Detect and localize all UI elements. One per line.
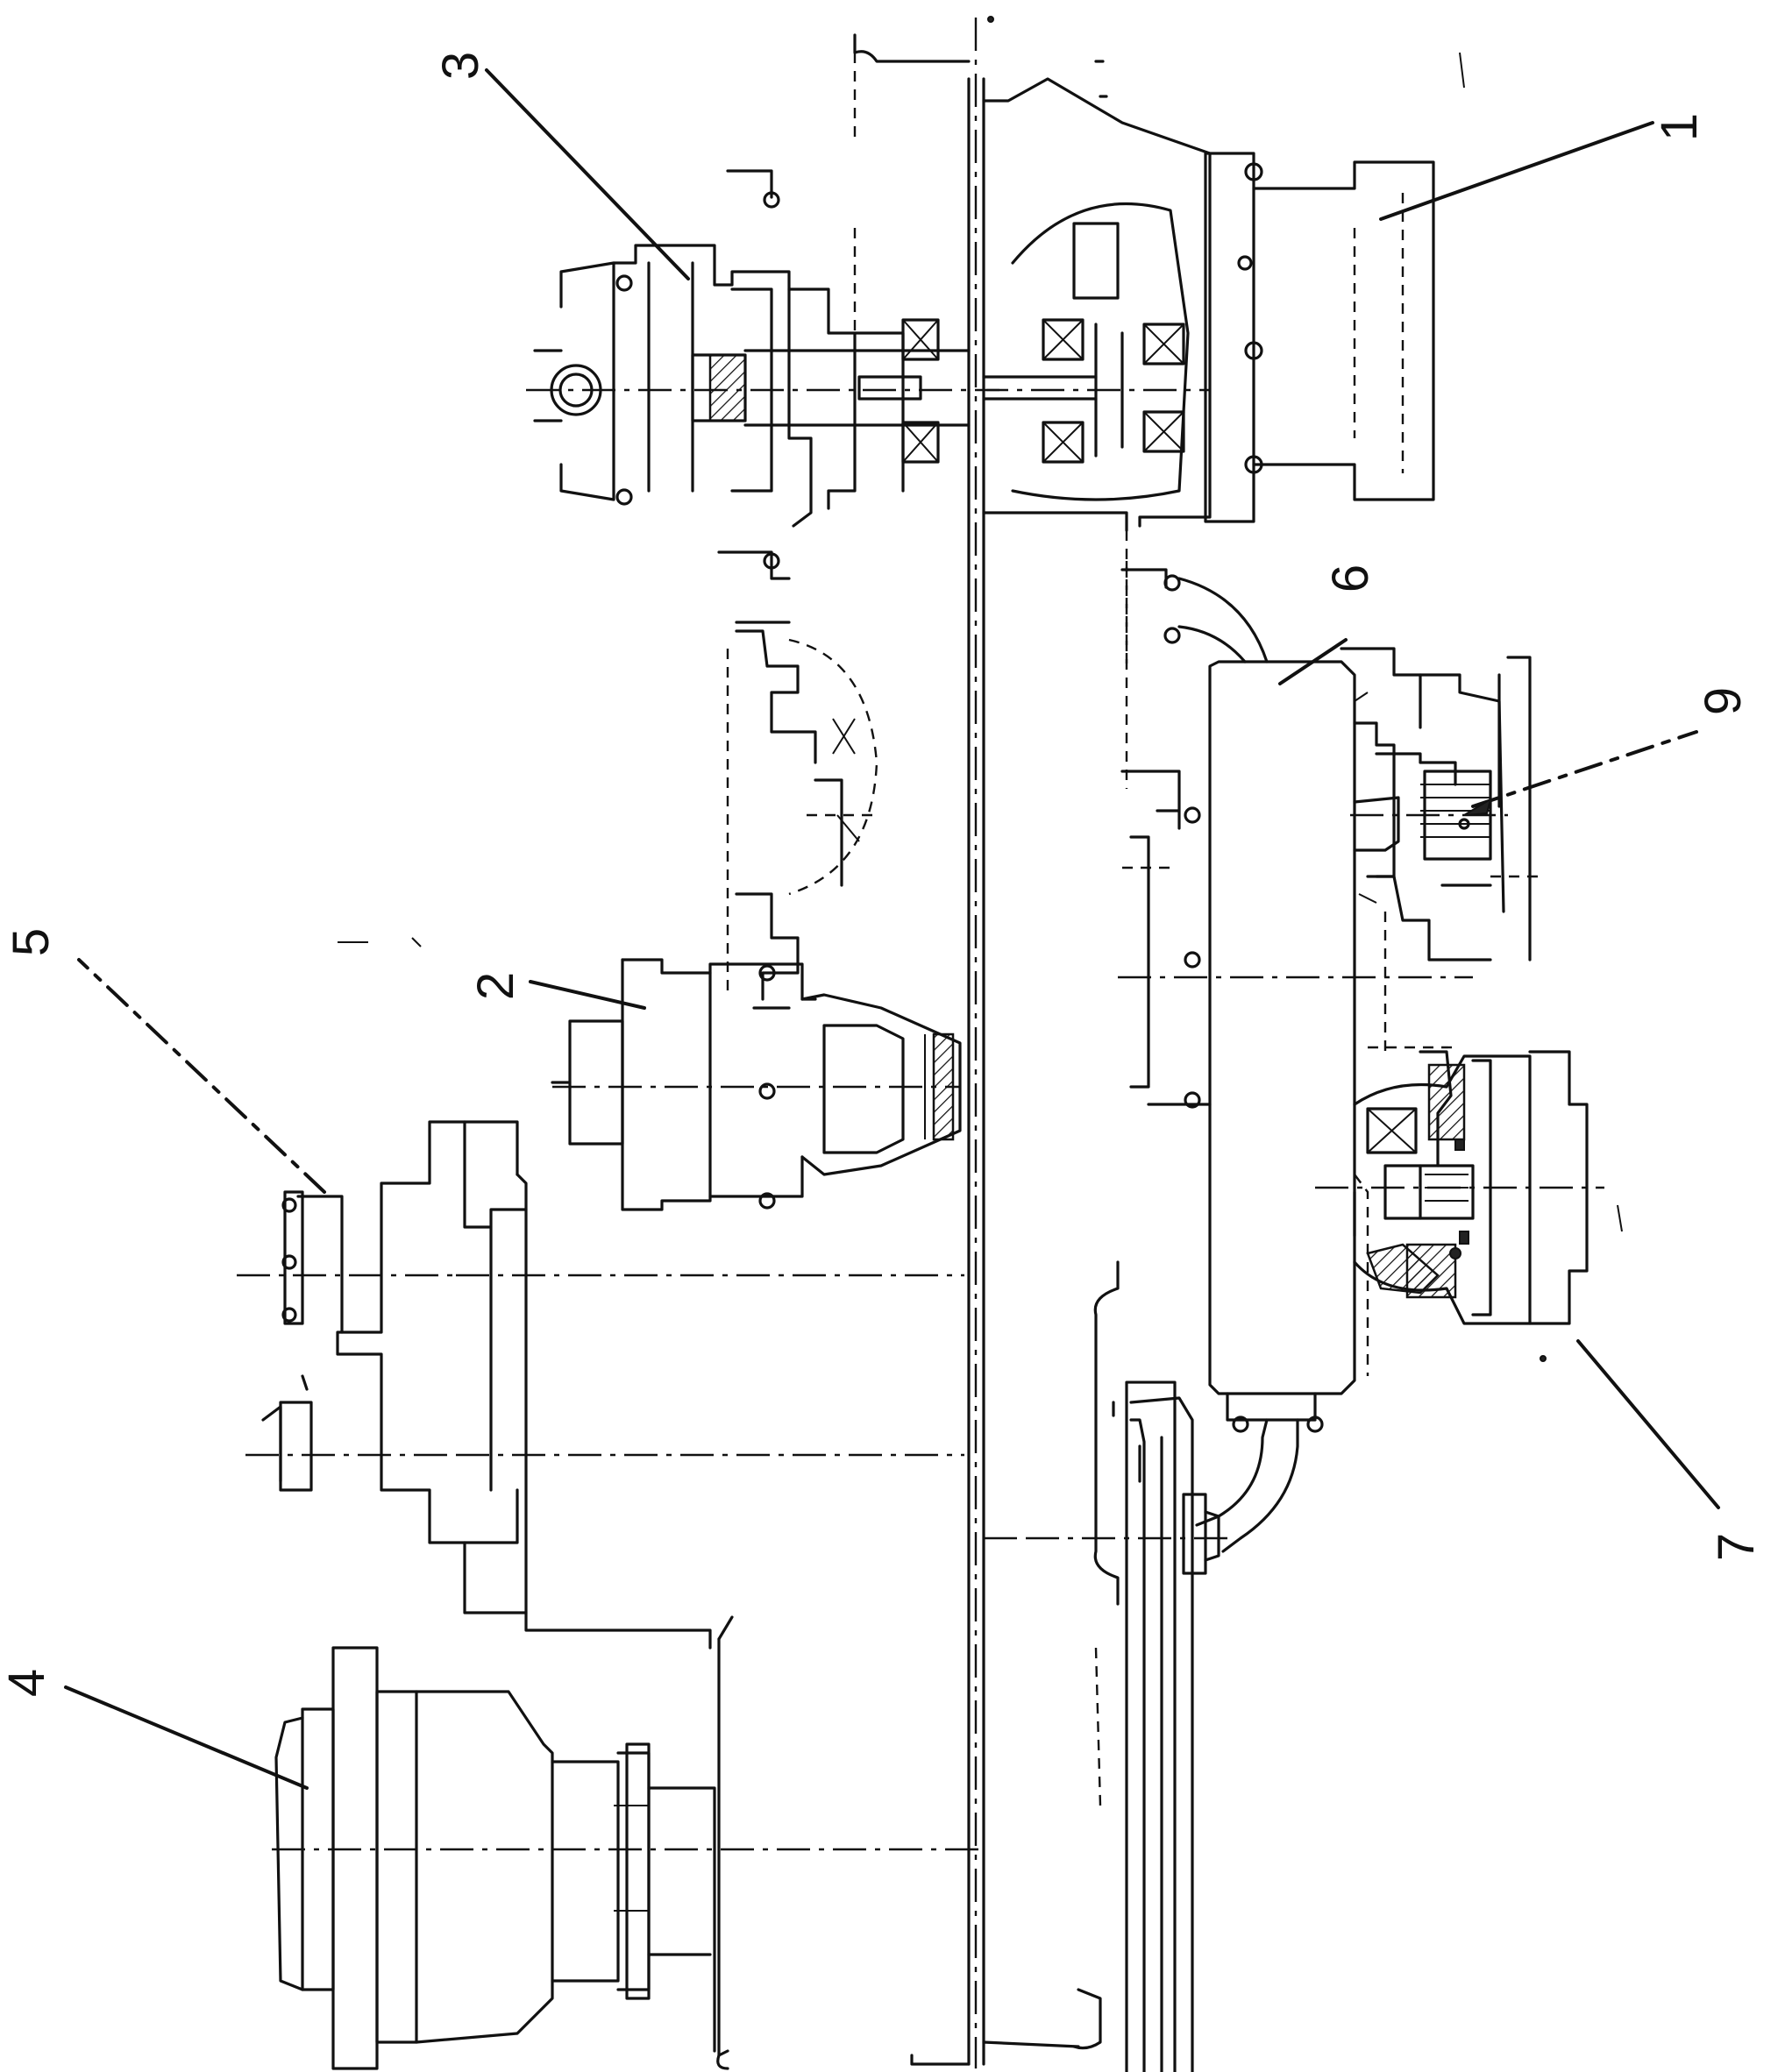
callout-5: 5 [3, 928, 60, 956]
leader-9 [1471, 730, 1698, 808]
leader-3 [485, 68, 690, 280]
pulley-assembly [1026, 1380, 1227, 2072]
callout-2: 2 [467, 972, 524, 1000]
callout-7: 7 [1708, 1533, 1765, 1561]
leader-6 [1278, 638, 1348, 685]
leader-5 [77, 958, 326, 1194]
part-4-motor [272, 1646, 982, 2070]
part-3-pump-assembly [526, 169, 1210, 580]
leader-7 [1576, 1339, 1720, 1509]
part-1-drive-end [982, 60, 1435, 528]
callout-6: 6 [1322, 564, 1379, 593]
lower-housing-dashes [1353, 912, 1455, 1376]
part-9-coupling [1340, 647, 1543, 961]
callout-3: 3 [432, 52, 489, 80]
callout-4: 4 [0, 1669, 55, 1697]
part-6-pump-body [1118, 561, 1473, 1553]
callout-9: 9 [1695, 687, 1752, 715]
part-2-pump [551, 958, 962, 1211]
leader-4 [64, 1685, 309, 1790]
leader-1 [1379, 121, 1654, 221]
part-7-gear-housing [1315, 1050, 1604, 1325]
callout-1: 1 [1651, 113, 1708, 141]
leader-2 [529, 980, 646, 1010]
stray-marks [338, 16, 1623, 1362]
main-shaft [967, 18, 985, 2068]
main-housing-outline [716, 33, 1128, 2070]
intermediate-bearing-section [726, 621, 878, 1010]
leader-lines [64, 68, 1720, 1790]
centerlines [456, 388, 1026, 1540]
part-5-unit [237, 1120, 712, 1650]
callout-labels: 1 2 3 4 5 6 7 9 [0, 52, 1765, 1697]
